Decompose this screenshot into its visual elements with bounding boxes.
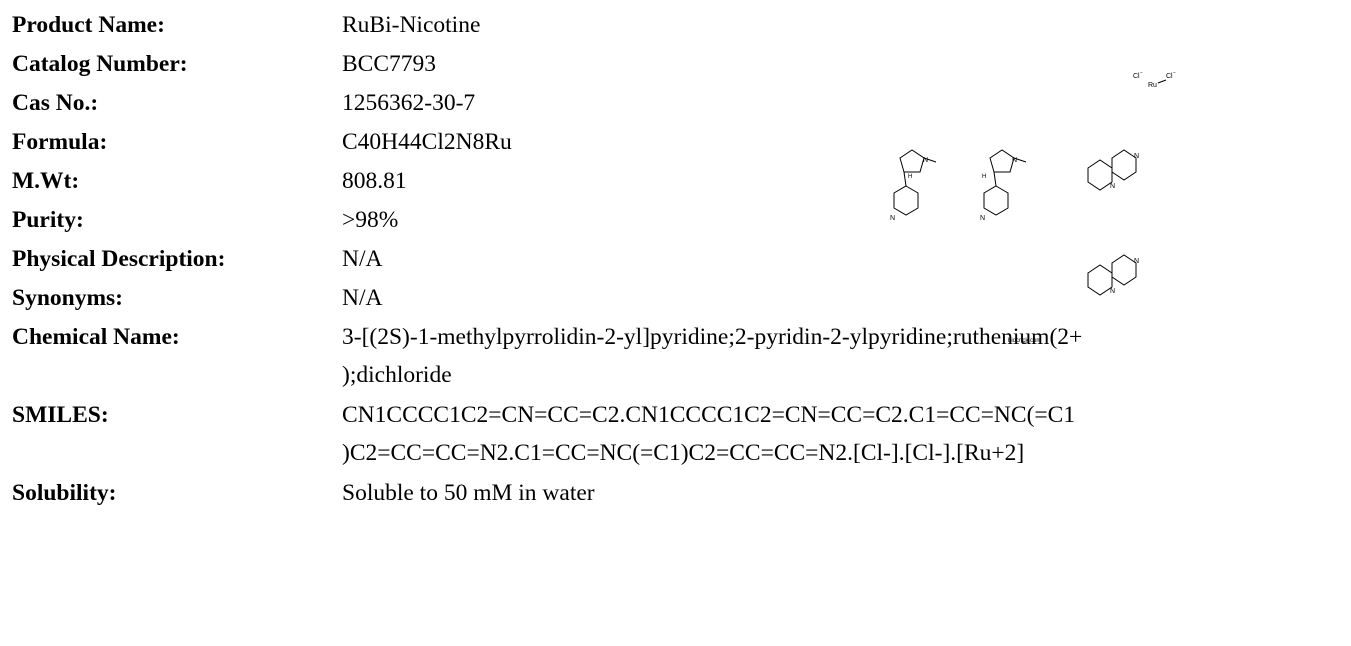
nitrogen-label: N <box>1134 258 1139 265</box>
label-formula: Formula: <box>12 129 108 155</box>
chloride-charge-2: − <box>1173 70 1176 76</box>
bipyridine-molecule-2: N N <box>1087 254 1139 296</box>
chloride-charge-1: − <box>1140 70 1143 76</box>
label-cas-no: Cas No.: <box>12 90 99 116</box>
ruthenium-label: Ru <box>1148 82 1157 89</box>
nitrogen-label: N <box>1134 153 1139 160</box>
label-synonyms: Synonyms: <box>12 285 124 311</box>
chloride-label-2: Cl <box>1166 73 1173 80</box>
value-catalog-number: BCC7793 <box>342 51 437 77</box>
nitrogen-label: N <box>1110 288 1115 295</box>
nitrogen-label: N <box>890 215 895 222</box>
value-smiles-line-1: CN1CCCC1C2=CN=CC=C2.CN1CCCC1C2=CN=CC=C2.… <box>342 402 1076 428</box>
label-catalog-number: Catalog Number: <box>12 51 188 77</box>
value-solubility: Soluble to 50 mM in water <box>342 480 595 506</box>
value-formula: C40H44Cl2N8Ru <box>342 129 512 155</box>
nitrogen-label: N <box>923 157 928 164</box>
value-chemical-name-line-1: 3-[(2S)-1-methylpyrrolidin-2-yl]pyridine… <box>342 324 1083 350</box>
value-product-name: RuBi-Nicotine <box>342 12 481 38</box>
nitrogen-label: N <box>980 215 985 222</box>
label-physical-description: Physical Description: <box>12 246 226 272</box>
watermark-text: biocrick.com <box>1008 338 1041 344</box>
hydrogen-label: H <box>982 174 986 180</box>
bipyridine-molecule-1: N N <box>1087 149 1139 191</box>
nitrogen-label: N <box>1110 183 1115 190</box>
nicotine-molecule-1: N H N <box>890 149 937 222</box>
chloride-label-1: Cl <box>1133 73 1140 80</box>
chemical-structure-image: Cl − Ru Cl − N H N N H N <box>860 50 1280 360</box>
value-cas-no: 1256362-30-7 <box>342 90 476 116</box>
value-mwt: 808.81 <box>342 168 407 194</box>
label-purity: Purity: <box>12 207 84 233</box>
value-physical-description: N/A <box>342 246 383 272</box>
label-solubility: Solubility: <box>12 480 117 506</box>
label-mwt: M.Wt: <box>12 168 80 194</box>
value-purity: >98% <box>342 207 399 233</box>
label-chemical-name: Chemical Name: <box>12 324 180 350</box>
hydrogen-label: H <box>908 174 912 180</box>
nitrogen-label: N <box>1012 157 1017 164</box>
label-smiles: SMILES: <box>12 402 109 428</box>
value-chemical-name-line-2: );dichloride <box>342 362 452 388</box>
value-synonyms: N/A <box>342 285 383 311</box>
label-product-name: Product Name: <box>12 12 165 38</box>
nicotine-molecule-2: N H N <box>980 149 1027 222</box>
value-smiles-line-2: )C2=CC=CC=N2.C1=CC=NC(=C1)C2=CC=CC=N2.[C… <box>342 440 1025 466</box>
